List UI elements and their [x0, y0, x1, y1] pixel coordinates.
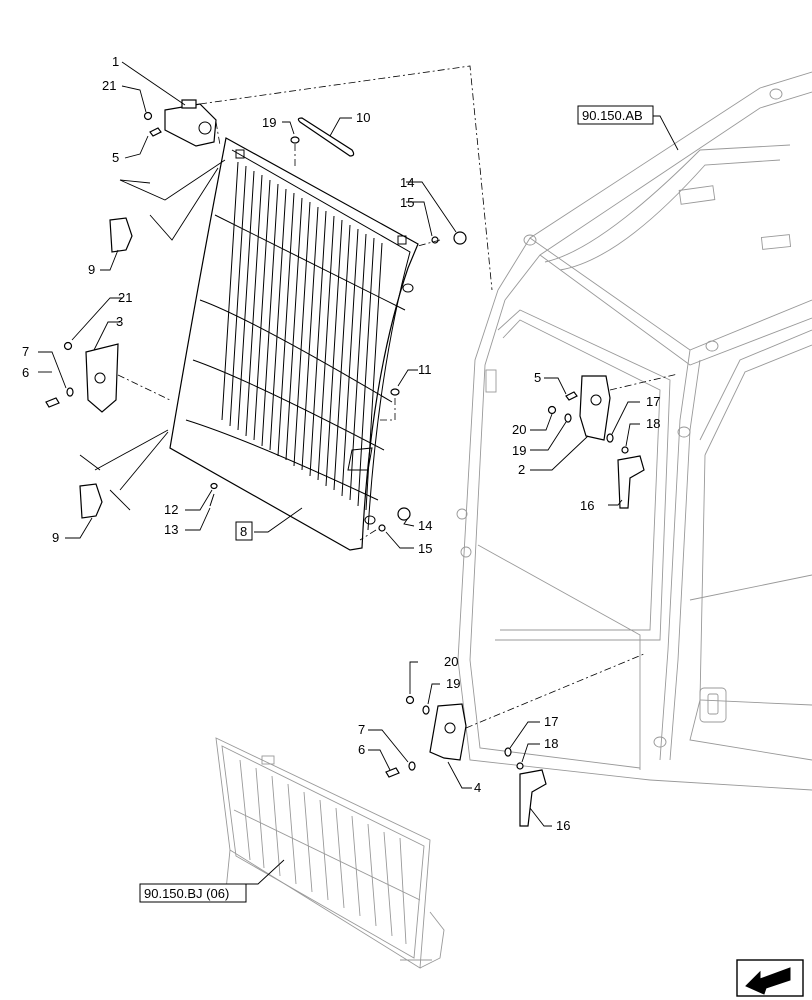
- callout-17: 17: [646, 394, 660, 409]
- callout-15: 15: [400, 195, 414, 210]
- hinge-bracket-1: [164, 99, 217, 147]
- callout-20: 20: [444, 654, 458, 669]
- clip-11: [390, 388, 400, 396]
- callout-11: 11: [418, 362, 432, 377]
- washer-17a: [606, 433, 614, 443]
- callout-1: 1: [112, 54, 119, 69]
- callout-7: 7: [358, 722, 365, 737]
- reference-cab[interactable]: 90.150.AB: [577, 105, 654, 125]
- washer-15b: [378, 524, 386, 532]
- callout-19: 19: [262, 115, 276, 130]
- callout-14: 14: [400, 175, 414, 190]
- callout-14: 14: [418, 518, 432, 533]
- bolt-21a: [143, 111, 153, 121]
- nut-19a: [290, 136, 300, 144]
- callout-17: 17: [544, 714, 558, 729]
- nut-20b: [405, 695, 415, 705]
- next-page-arrow-icon[interactable]: [736, 959, 804, 997]
- pin-14a: [453, 231, 467, 245]
- leader-lines: [38, 61, 679, 885]
- washer-17b: [504, 747, 512, 757]
- bolt-6b: [385, 767, 400, 778]
- callout-16: 16: [556, 818, 570, 833]
- washer-18b: [516, 762, 524, 770]
- bolt-5b: [565, 391, 578, 401]
- callout-6: 6: [22, 365, 29, 380]
- callout-8-box: [235, 521, 253, 541]
- front-screen-guard: [169, 137, 419, 551]
- callout-16: 16: [580, 498, 594, 513]
- callout-18: 18: [646, 416, 660, 431]
- reference-cab-label: 90.150.AB: [582, 108, 643, 123]
- latch-16b: [519, 769, 547, 827]
- callout-9: 9: [88, 262, 95, 277]
- callout-5: 5: [112, 150, 119, 165]
- washer-19b: [564, 413, 572, 423]
- bolt-21b: [63, 341, 73, 351]
- operator-cab: [456, 71, 812, 791]
- bolt-5a: [149, 127, 162, 137]
- callout-15: 15: [418, 541, 432, 556]
- washer-7a: [66, 387, 74, 397]
- washer-19c: [422, 705, 430, 715]
- reference-rear-guard-label: 90.150.BJ (06): [144, 886, 229, 901]
- plate-9a: [109, 217, 133, 253]
- callout-13: 13: [164, 522, 178, 537]
- callout-7: 7: [22, 344, 29, 359]
- bracket-2: [579, 375, 611, 441]
- callout-20: 20: [512, 422, 526, 437]
- pin-13: [209, 493, 215, 507]
- callout-labels: 1 21 5 19 10 14 15 9 21 3 7 6 11 12 13 8…: [22, 54, 660, 833]
- callout-19: 19: [512, 443, 526, 458]
- handle-10: [297, 117, 355, 157]
- plate-9b: [79, 483, 103, 519]
- nut-20a: [547, 405, 557, 415]
- rear-guard-assembly: [215, 737, 445, 969]
- pin-14b: [397, 507, 411, 521]
- washer-12: [210, 482, 218, 490]
- washer-18a: [621, 446, 629, 454]
- callout-5: 5: [534, 370, 541, 385]
- washer-7b: [408, 761, 416, 771]
- assembly-lines: [117, 65, 679, 729]
- callout-3: 3: [116, 314, 123, 329]
- callout-6: 6: [358, 742, 365, 757]
- callout-2: 2: [518, 462, 525, 477]
- bracket-4: [429, 703, 467, 761]
- callout-10: 10: [356, 110, 370, 125]
- callout-21: 21: [102, 78, 116, 93]
- bracket-3: [85, 343, 119, 413]
- reference-rear-guard[interactable]: 90.150.BJ (06): [139, 883, 247, 903]
- callout-18: 18: [544, 736, 558, 751]
- callout-21: 21: [118, 290, 132, 305]
- callout-12: 12: [164, 502, 178, 517]
- latch-16a: [617, 455, 645, 509]
- callout-9: 9: [52, 530, 59, 545]
- washer-15a: [431, 236, 439, 244]
- callout-19: 19: [446, 676, 460, 691]
- bolt-6a: [45, 397, 60, 408]
- callout-4: 4: [474, 780, 481, 795]
- callout-8: 8: [240, 524, 247, 539]
